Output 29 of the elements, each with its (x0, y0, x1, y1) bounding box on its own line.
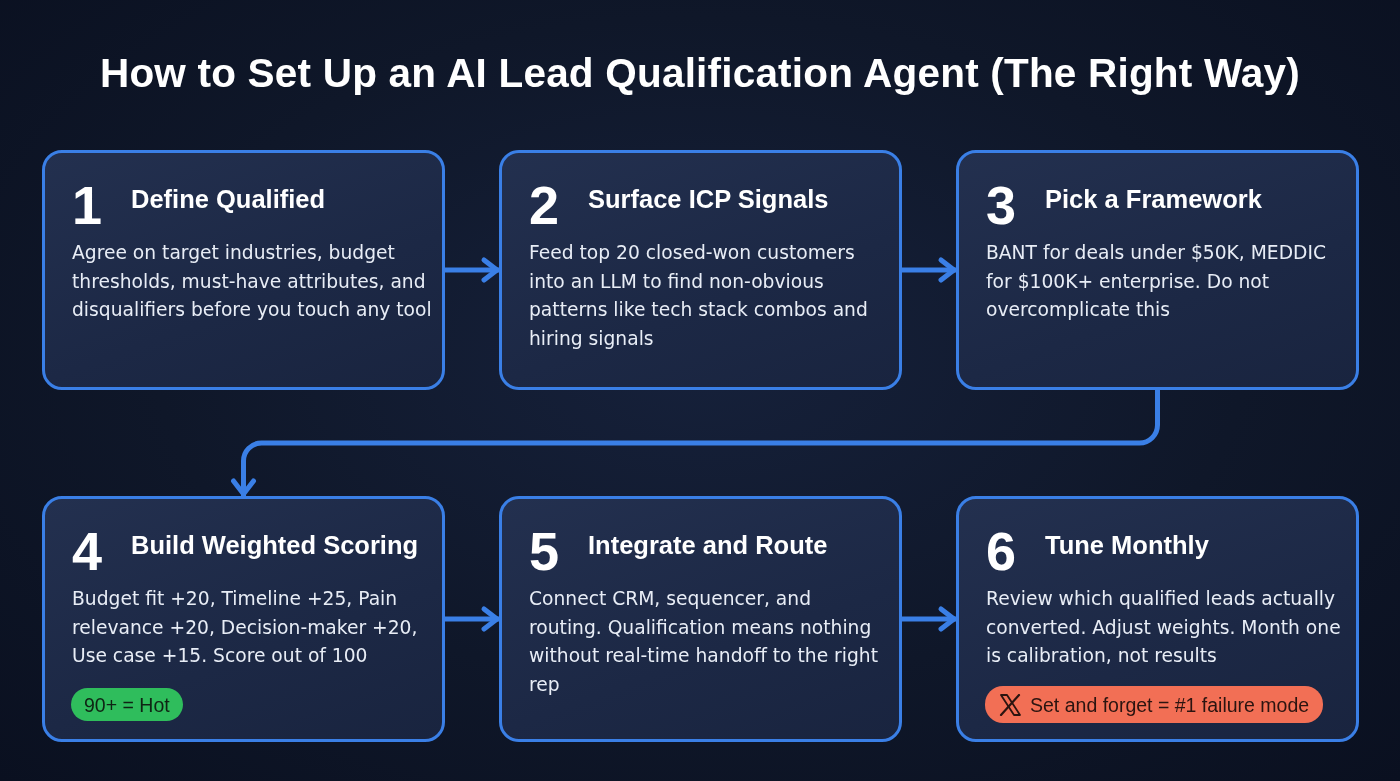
status-pill (71, 688, 183, 721)
step-description: Review which qualified leads actually converted. Adjust weights. Month one is calibration, not results (986, 587, 1342, 668)
pill-label: 90+ = Hot (84, 692, 170, 717)
step-card (42, 150, 445, 390)
step-description: Feed top 20 closed-won customers into an LLM to find non-obvious patterns like tech stack combos and hiring signals (529, 241, 869, 351)
step-number: 5 (529, 521, 560, 581)
step-title: Define Qualified (131, 184, 326, 215)
step-card (956, 150, 1359, 390)
step-title: Tune Monthly (1045, 530, 1209, 561)
step-title: Build Weighted Scoring (131, 530, 419, 561)
step-description: Budget fit +20, Timeline +25, Pain relevance +20, Decision-maker +20, Use case +15. Score out of 100 (72, 587, 419, 668)
step-description: Connect CRM, sequencer, and routing. Qualification means nothing without real-time handoff to the right rep (529, 587, 879, 697)
step-number: 6 (986, 521, 1017, 581)
step-card (499, 150, 902, 390)
step-description: BANT for deals under $50K, MEDDIC for $100K+ enterprise. Do not overcomplicate this (986, 241, 1327, 322)
step-number: 4 (72, 521, 103, 581)
step-number: 1 (72, 175, 103, 235)
diagram-title: How to Set Up an AI Lead Qualification Agent (The Right Way) (100, 50, 1300, 97)
step-card (956, 496, 1359, 742)
step-title: Surface ICP Signals (588, 184, 829, 215)
status-pill (985, 686, 1324, 723)
step-card (499, 496, 902, 742)
step-card (42, 496, 445, 742)
step-title: Pick a Framework (1045, 184, 1262, 215)
step-description: Agree on target industries, budget thresholds, must-have attributes, and disqualifiers before you touch any tool (72, 241, 432, 322)
step-title: Integrate and Route (588, 530, 828, 561)
step-number: 2 (529, 175, 560, 235)
step-number: 3 (986, 175, 1017, 235)
pill-label: Set and forget = #1 failure mode (1030, 692, 1310, 717)
